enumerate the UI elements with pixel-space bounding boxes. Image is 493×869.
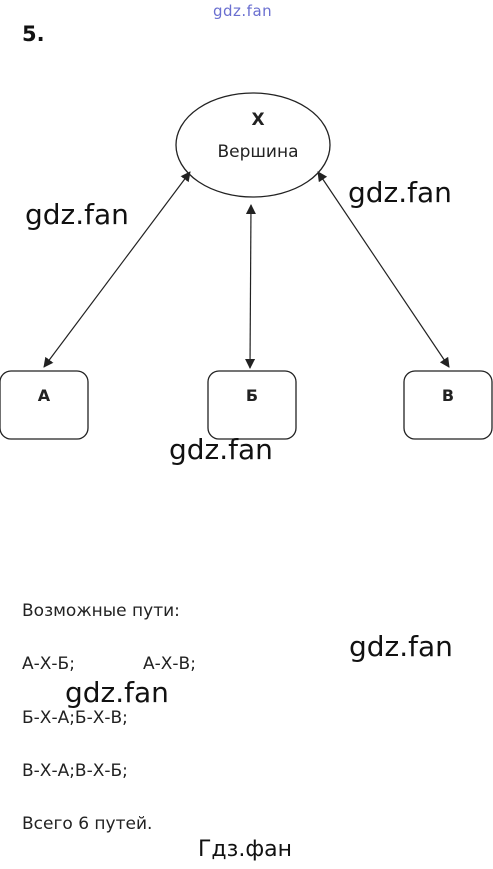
- watermark-right: gdz.fan: [348, 176, 452, 209]
- node-b-label: Б: [246, 386, 258, 405]
- edge-x-a: [43, 171, 191, 368]
- footer-watermark: Гдз.фан: [198, 837, 292, 862]
- watermark-left: gdz.fan: [25, 198, 129, 231]
- node-v-label: В: [442, 386, 454, 405]
- vertex-x-sublabel: Вершина: [217, 142, 298, 162]
- edge-x-v: [317, 171, 450, 368]
- problem-number: 5.: [22, 22, 45, 46]
- top-watermark: gdz.fan: [213, 2, 273, 20]
- diagram: Х Вершина А Б В: [0, 92, 493, 440]
- node-b-box: [207, 370, 297, 440]
- paths-line-3: В-Х-А;В-Х-Б;: [22, 761, 128, 781]
- vertex-x-ellipse: [175, 92, 331, 198]
- paths-line-1a: А-Х-Б;: [22, 654, 75, 674]
- watermark-paths-right: gdz.fan: [349, 630, 453, 663]
- paths-total: Всего 6 путей.: [22, 814, 153, 834]
- node-a-label: А: [38, 386, 51, 405]
- node-v-box: [403, 370, 493, 440]
- vertex-x-label: Х: [251, 110, 264, 130]
- node-a-box: [0, 370, 89, 440]
- watermark-paths-left: gdz.fan: [65, 676, 169, 709]
- paths-line-1b: А-Х-В;: [143, 654, 196, 674]
- watermark-center: gdz.fan: [169, 433, 273, 466]
- paths-line-2: Б-Х-А;Б-Х-В;: [22, 708, 128, 728]
- paths-heading: Возможные пути:: [22, 601, 180, 621]
- edge-x-b: [245, 204, 256, 369]
